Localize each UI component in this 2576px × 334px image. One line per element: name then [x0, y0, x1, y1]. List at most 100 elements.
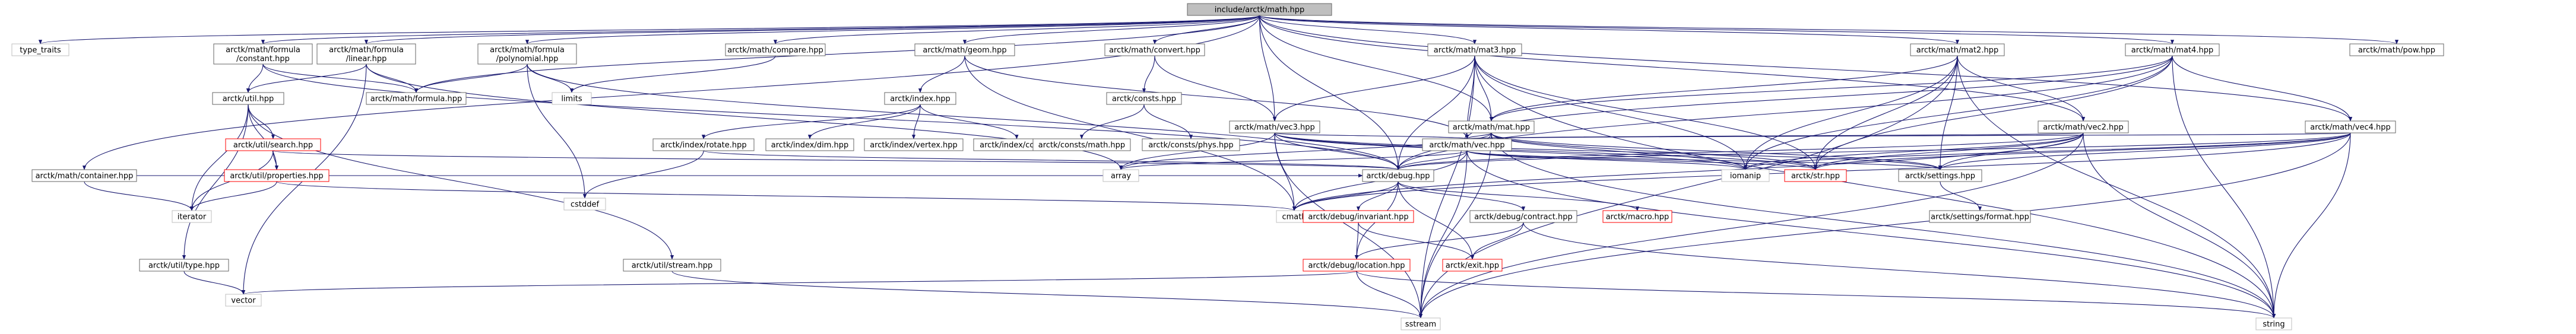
edge-mat2-to-string	[1957, 55, 2276, 319]
node-label-linear: arctk/math/formula/linear.hpp	[329, 46, 404, 63]
node-type[interactable]: arctk/util/type.hpp	[139, 259, 229, 272]
node-iterator[interactable]: iterator	[172, 210, 212, 223]
node-pow[interactable]: arctk/math/pow.hpp	[2349, 43, 2444, 56]
edge-mat-to-sstream	[1418, 132, 1492, 319]
node-search[interactable]: arctk/util/search.hpp	[225, 138, 321, 151]
node-box-iomanip	[1721, 169, 1770, 182]
node-exit[interactable]: arctk/exit.hpp	[1442, 259, 1503, 272]
node-formula[interactable]: arctk/math/formula.hpp	[366, 92, 467, 105]
edge-root-to-mat	[1259, 15, 1494, 122]
edge-search-to-debug	[273, 150, 1400, 170]
node-str[interactable]: arctk/str.hpp	[1784, 169, 1847, 182]
edge-mat3-to-mat	[1474, 55, 1494, 122]
edge-properties-to-cmath	[276, 181, 1296, 211]
node-vertex[interactable]: arctk/index/vertex.hpp	[864, 138, 964, 151]
node-vector[interactable]: vector	[225, 294, 262, 307]
node-box-invariant	[1303, 210, 1414, 223]
node-convert[interactable]: arctk/math/convert.hpp	[1104, 43, 1205, 56]
node-debug[interactable]: arctk/debug.hpp	[1362, 169, 1434, 182]
nodes-layer: include/arctk/math.hpp type_traits arctk/m…	[11, 3, 2444, 330]
node-location[interactable]: arctk/debug/location.hpp	[1303, 259, 1411, 272]
node-box-vec4	[2305, 120, 2396, 133]
node-util[interactable]: arctk/util.hpp	[212, 92, 284, 105]
node-vec4[interactable]: arctk/math/vec4.hpp	[2305, 120, 2396, 133]
node-type_traits[interactable]: type_traits	[11, 43, 69, 56]
node-box-contract	[1469, 210, 1577, 223]
node-box-mat3	[1427, 43, 1522, 56]
node-label-debug: arctk/debug.hpp	[1366, 172, 1430, 181]
edge-debug-to-macro	[1398, 181, 1639, 211]
node-mat4[interactable]: arctk/math/mat4.hpp	[2125, 43, 2220, 56]
node-label-constant: arctk/math/formula/constant.hpp	[226, 46, 300, 63]
node-box-cstddef	[563, 198, 606, 211]
node-container[interactable]: arctk/math/container.hpp	[31, 169, 137, 182]
node-mat3[interactable]: arctk/math/mat3.hpp	[1427, 43, 1522, 56]
edge-contract-to-exit	[1470, 222, 1524, 260]
edge-mat2-to-vec2	[1957, 55, 2086, 122]
node-box-type_traits	[11, 43, 69, 56]
node-label-iomanip: iomanip	[1730, 172, 1761, 181]
node-rotate[interactable]: arctk/index/rotate.hpp	[652, 138, 755, 151]
node-cmath_consts[interactable]: arctk/consts/math.hpp	[1032, 138, 1131, 151]
node-label-polynomial: arctk/math/formula/polynomial.hpp	[490, 46, 565, 63]
node-box-array	[1102, 169, 1139, 182]
node-string[interactable]: string	[2255, 317, 2292, 330]
node-label-dim: arctk/index/dim.hpp	[771, 141, 849, 150]
node-sstream[interactable]: sstream	[1401, 317, 1441, 330]
node-iomanip[interactable]: iomanip	[1721, 169, 1770, 182]
edge-polynomial-to-debug	[527, 63, 1400, 170]
node-limits[interactable]: limits	[552, 92, 592, 105]
node-array[interactable]: array	[1102, 169, 1139, 182]
node-format[interactable]: arctk/settings/format.hpp	[1929, 210, 2031, 223]
node-phys[interactable]: arctk/consts/phys.hpp	[1142, 138, 1240, 151]
edge-mat2-to-iomanip	[1743, 55, 1958, 170]
node-index[interactable]: arctk/index.hpp	[884, 92, 956, 105]
node-label-mat4: arctk/math/mat4.hpp	[2131, 46, 2213, 55]
node-vec2[interactable]: arctk/math/vec2.hpp	[2038, 120, 2129, 133]
edge-properties-to-iterator	[189, 181, 277, 211]
node-box-macro	[1602, 210, 1672, 223]
node-box-exit	[1442, 259, 1503, 272]
edge-index-to-dim	[807, 104, 921, 139]
node-polynomial[interactable]: arctk/math/formula/polynomial.hpp	[477, 43, 577, 65]
node-box-string	[2255, 317, 2292, 330]
node-stream[interactable]: arctk/util/stream.hpp	[623, 259, 721, 272]
node-cstddef[interactable]: cstddef	[563, 198, 606, 211]
edge-mat4-to-string	[2172, 55, 2276, 319]
node-dim[interactable]: arctk/index/dim.hpp	[765, 138, 854, 151]
node-mat2[interactable]: arctk/math/mat2.hpp	[1910, 43, 2005, 56]
edge-vec-to-debug	[1396, 150, 1468, 170]
edge-location-to-string	[1356, 271, 2276, 319]
edge-vec3-to-str	[1274, 132, 1817, 170]
node-box-settings	[1898, 169, 1982, 182]
node-constant[interactable]: arctk/math/formula/constant.hpp	[213, 43, 313, 65]
node-box-search	[225, 138, 321, 151]
edge-mat-to-settings	[1491, 132, 1942, 170]
node-mat[interactable]: arctk/math/mat.hpp	[1448, 120, 1535, 133]
node-settings[interactable]: arctk/settings.hpp	[1898, 169, 1982, 182]
node-label-properties: arctk/util/properties.hpp	[230, 172, 323, 181]
edge-rotate-to-cstddef	[582, 150, 704, 199]
node-consts[interactable]: arctk/consts.hpp	[1106, 92, 1182, 105]
edge-convert-to-vec3	[1154, 55, 1277, 122]
node-vec3[interactable]: arctk/math/vec3.hpp	[1229, 120, 1320, 133]
node-properties[interactable]: arctk/util/properties.hpp	[224, 169, 329, 182]
edge-vec-to-str	[1466, 150, 1817, 170]
node-contract[interactable]: arctk/debug/contract.hpp	[1469, 210, 1577, 223]
node-label-str: arctk/str.hpp	[1791, 172, 1840, 181]
edge-mat3-to-string	[1474, 55, 2276, 319]
node-compare[interactable]: arctk/math/compare.hpp	[725, 43, 826, 56]
node-label-sstream: sstream	[1405, 320, 1436, 329]
node-linear[interactable]: arctk/math/formula/linear.hpp	[316, 43, 416, 65]
node-macro[interactable]: arctk/macro.hpp	[1602, 210, 1672, 223]
node-invariant[interactable]: arctk/debug/invariant.hpp	[1303, 210, 1414, 223]
edge-vec4-to-vec	[1466, 132, 2351, 139]
node-label-formula: arctk/math/formula.hpp	[370, 95, 462, 104]
node-geom[interactable]: arctk/math/geom.hpp	[914, 43, 1015, 56]
node-label-limits: limits	[561, 95, 582, 104]
node-vec[interactable]: arctk/math/vec.hpp	[1422, 138, 1512, 151]
edge-root-to-type_traits	[39, 15, 1260, 44]
node-root[interactable]: include/arctk/math.hpp	[1187, 3, 1332, 16]
node-box-compare	[725, 43, 826, 56]
